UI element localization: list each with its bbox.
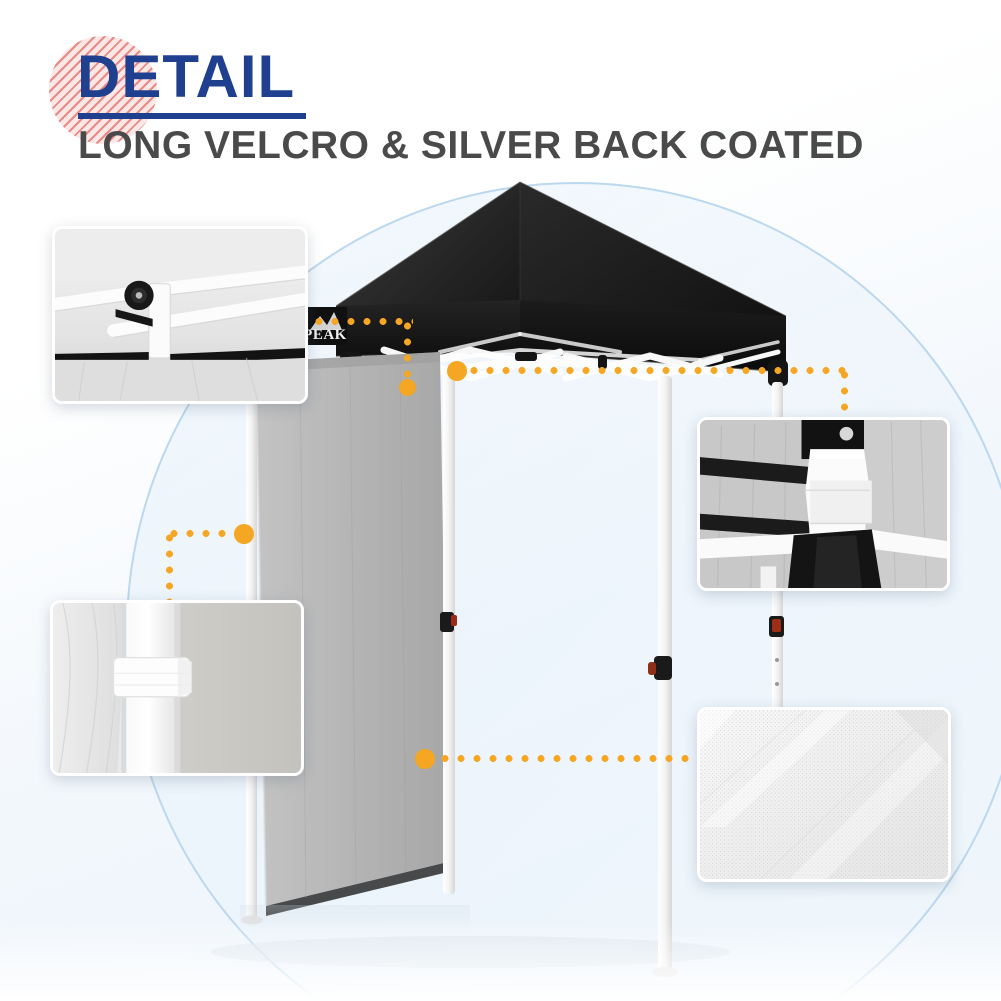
truss-photo <box>55 229 305 401</box>
connector-truss-vertical <box>404 318 411 388</box>
corner-photo <box>700 420 947 588</box>
connector-node-truss <box>399 379 416 396</box>
callout-card-velcro[interactable] <box>50 600 304 776</box>
leg-height-clip <box>440 612 784 686</box>
connector-node-fabric <box>415 749 435 769</box>
title-underline <box>78 113 306 119</box>
velcro-photo <box>53 603 301 773</box>
velcro-strap <box>112 657 192 698</box>
header: DETAIL LONG VELCRO & SILVER BACK COATED <box>0 0 1001 185</box>
brand-logo-peak: PEAK <box>303 307 347 345</box>
connector-velcro-horizontal <box>166 530 238 537</box>
connector-fabric-horizontal <box>437 755 705 762</box>
connector-corner-horizontal <box>466 367 848 374</box>
callout-card-truss[interactable] <box>52 226 308 404</box>
connector-truss-horizontal <box>295 318 413 325</box>
page-subtitle: LONG VELCRO & SILVER BACK COATED <box>78 124 864 167</box>
callout-card-corner[interactable] <box>697 417 950 591</box>
callout-card-fabric[interactable] <box>697 707 951 882</box>
svg-text:PEAK: PEAK <box>303 327 347 343</box>
page-title: DETAIL <box>77 43 296 110</box>
fabric-texture-photo <box>700 710 948 879</box>
connector-node-corner <box>447 361 467 381</box>
